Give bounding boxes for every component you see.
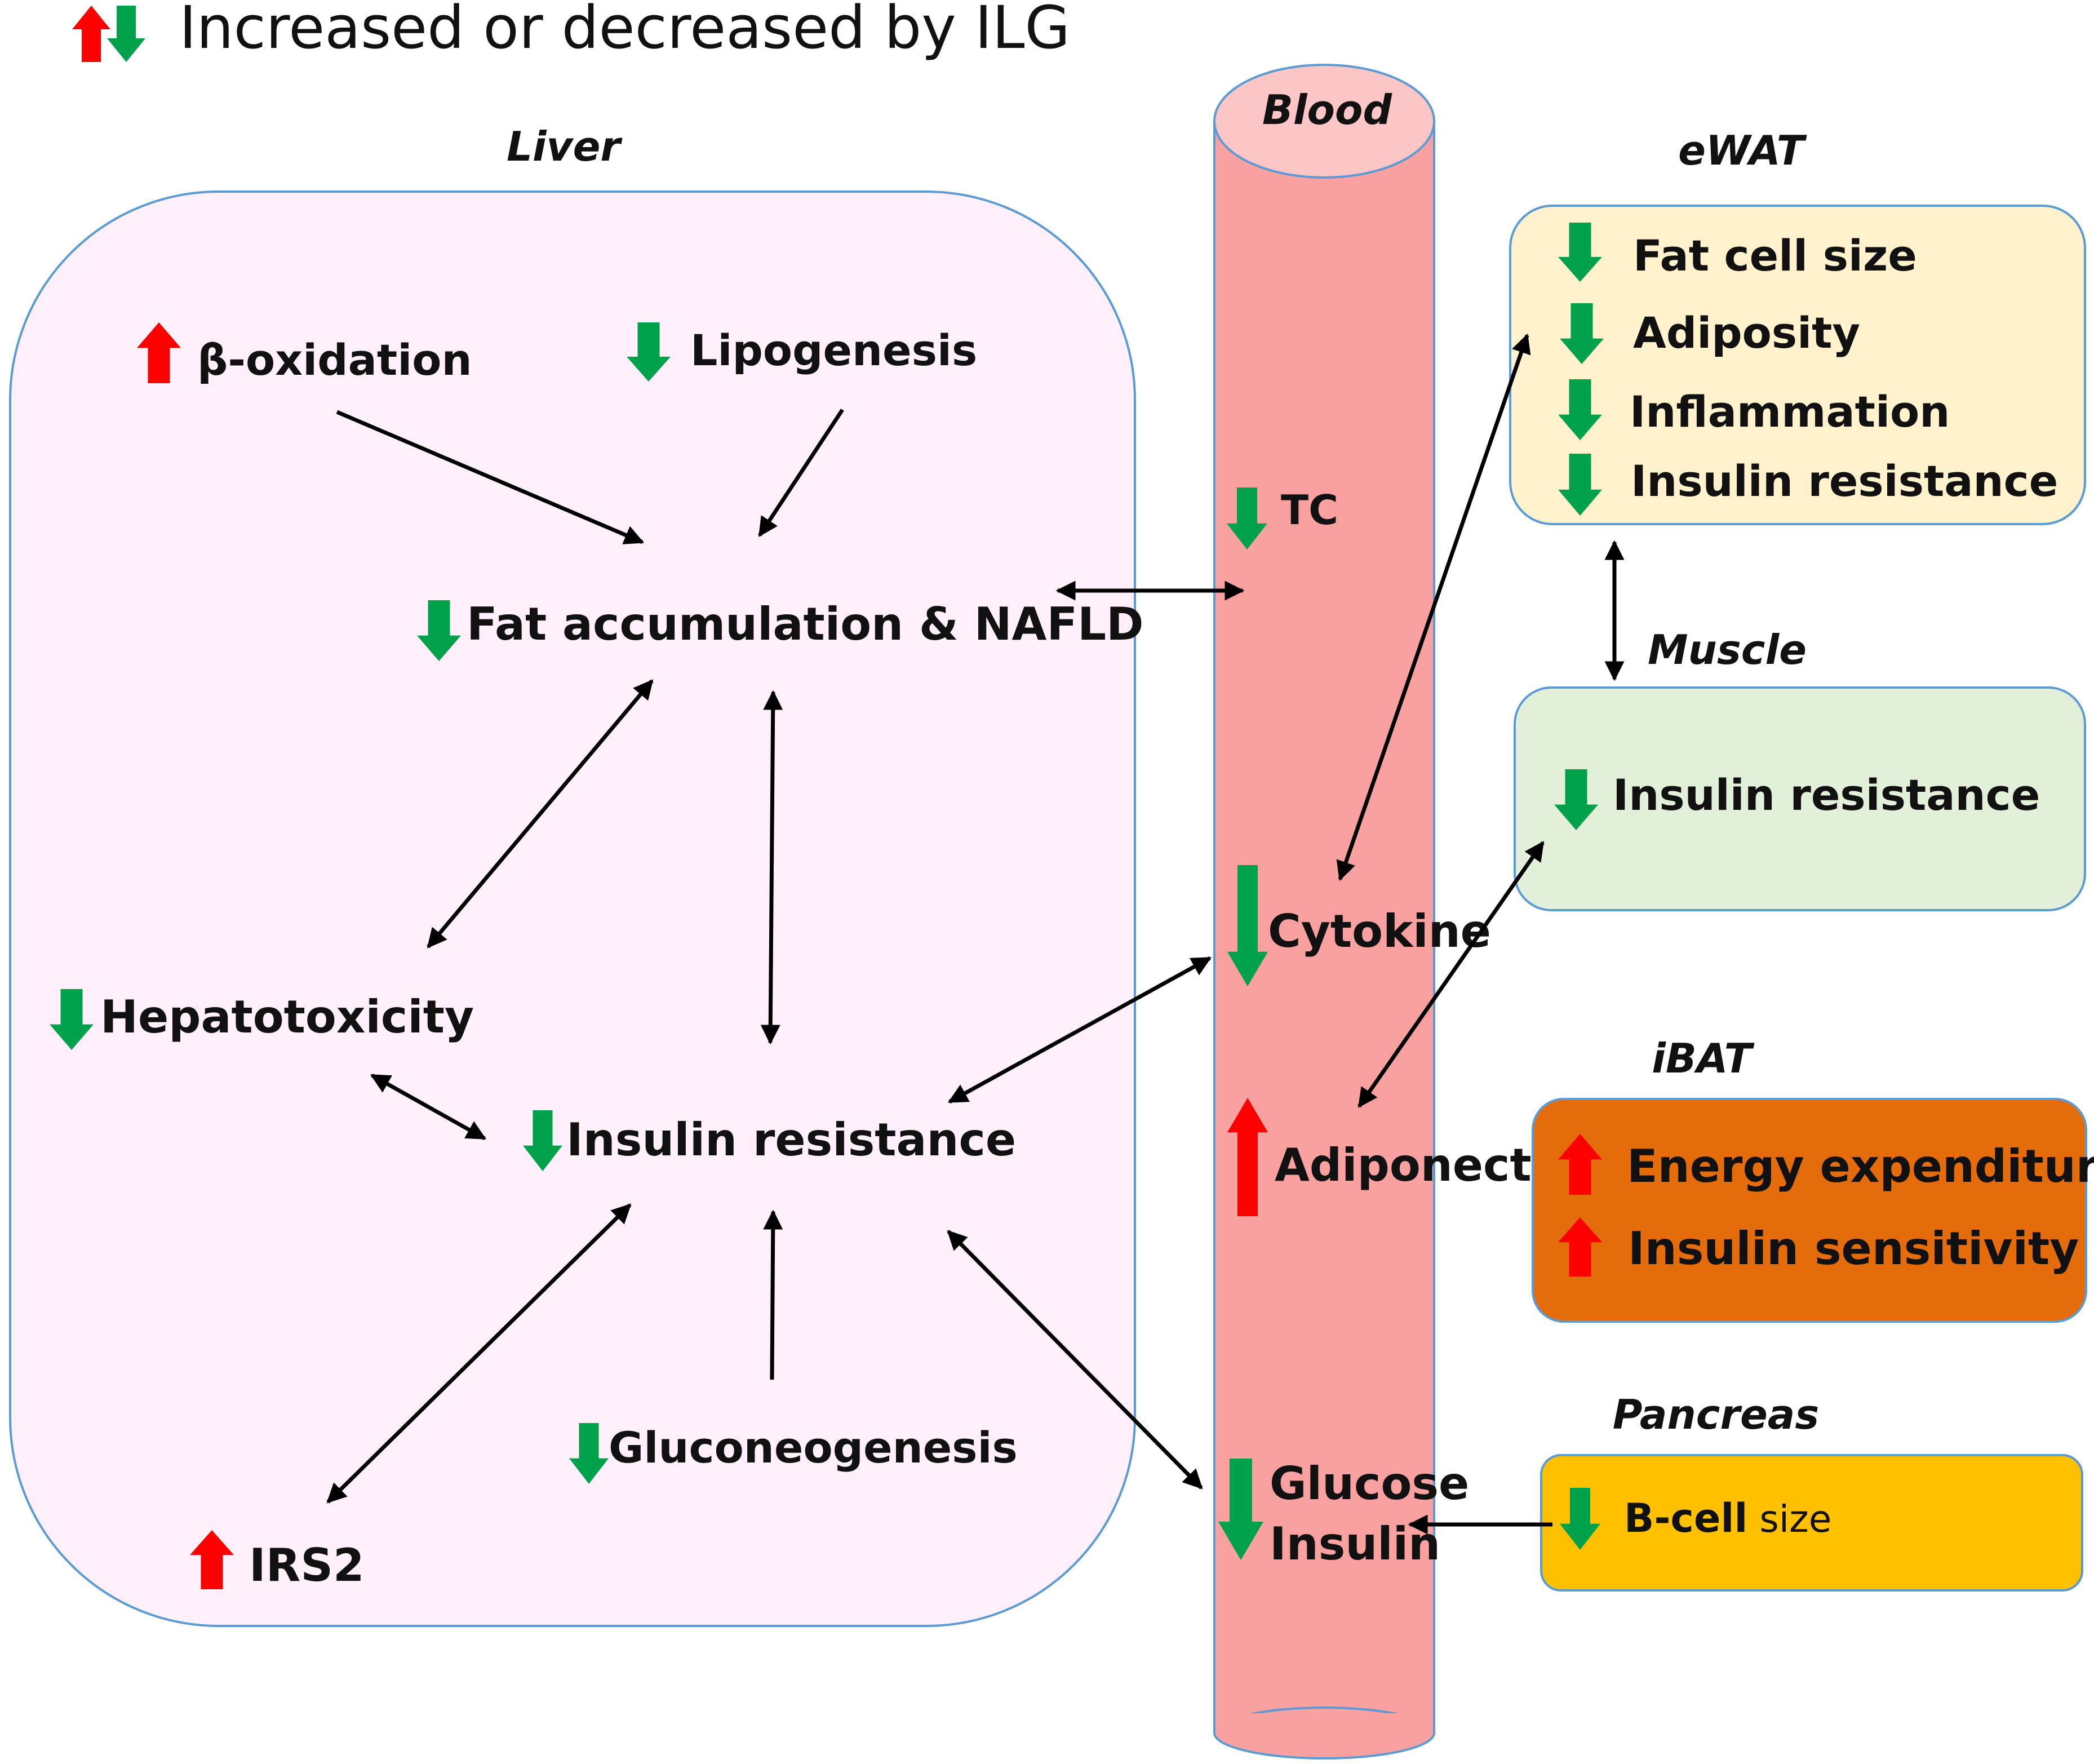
ibat-item: Insulin sensitivity	[1628, 1222, 2079, 1275]
down-arrow-icon	[1560, 303, 1604, 364]
up-arrow-icon	[190, 1530, 234, 1589]
up-arrow-icon	[1227, 1098, 1268, 1216]
down-arrow-icon	[627, 322, 671, 382]
ewat-cytokine-arrow	[1336, 333, 1531, 881]
muscle-section: Muscle Insulin resistance	[1514, 626, 2086, 911]
glucose-label: Glucose	[1270, 1457, 1469, 1510]
lipogenesis-label: Lipogenesis	[690, 325, 977, 375]
lipogenesis-to-fat-arrow	[758, 409, 844, 537]
cytokine-label: Cytokine	[1268, 905, 1491, 958]
ewat-item: Inflammation	[1630, 387, 1950, 437]
hepatotoxicity-insulin-resistance-arrow	[370, 1073, 487, 1141]
insulin-resistance-cytokine-arrow	[947, 956, 1212, 1104]
down-arrow-icon	[1558, 454, 1602, 516]
up-arrow-icon	[1558, 1217, 1602, 1277]
down-arrow-icon	[1227, 865, 1268, 986]
legend: Increased or decreased by ILG	[72, 0, 1070, 62]
gluconeogenesis-label: Gluconeogenesis	[609, 1422, 1018, 1473]
down-arrow-icon	[1558, 223, 1602, 282]
fat-insulin-resistance-arrow	[760, 690, 783, 1045]
pancreas-item: B-cell size	[1624, 1495, 1831, 1541]
up-arrow-icon	[72, 6, 110, 62]
ewat-title: eWAT	[1678, 127, 1807, 174]
down-arrow-icon	[417, 600, 461, 661]
beta-oxidation-label: β-oxidation	[197, 335, 472, 385]
down-arrow-icon	[1218, 1459, 1263, 1560]
ewat-item: Adiposity	[1633, 308, 1860, 358]
adiponectin-label: Adiponectin	[1275, 1139, 1579, 1191]
insulin-resistance-irs2-arrow	[326, 1203, 632, 1504]
legend-text: Increased or decreased by ILG	[179, 0, 1070, 62]
pancreas-section: Pancreas B-cell size	[1540, 1391, 2083, 1592]
ibat-box	[1532, 1098, 2087, 1323]
ewat-section: eWAT Fat cell size Adiposity Inflammatio…	[1509, 127, 2086, 525]
fat-accumulation-label: Fat accumulation & NAFLD	[467, 598, 1143, 650]
muscle-adiponectin-arrow	[1357, 841, 1545, 1108]
up-arrow-icon	[1558, 1134, 1602, 1195]
down-arrow-icon	[50, 989, 94, 1050]
liver-box	[9, 190, 1136, 1627]
down-arrow-icon	[107, 6, 145, 62]
down-arrow-icon	[1227, 487, 1267, 549]
up-arrow-icon	[137, 322, 181, 383]
irs2-label: IRS2	[249, 1539, 365, 1592]
ewat-item: Insulin resistance	[1631, 456, 2058, 506]
ewat-item: Fat cell size	[1633, 231, 1917, 281]
beta-oxidation-to-fat-arrow	[336, 410, 645, 544]
down-arrow-icon	[523, 1110, 562, 1171]
tc-label: TC	[1281, 486, 1338, 534]
ibat-item: Energy expenditure	[1627, 1140, 2094, 1193]
muscle-title: Muscle	[1648, 626, 1807, 673]
blood-vessel-top	[1213, 64, 1435, 179]
liver-title: Liver	[507, 123, 623, 170]
gluconeogenesis-to-insulin-resistance-arrow	[763, 1209, 783, 1380]
insulin-resistance-glucose-arrow	[947, 1230, 1203, 1490]
pancreas-title: Pancreas	[1613, 1391, 1819, 1438]
ibat-title: iBAT	[1652, 1035, 1754, 1082]
liver-section: Liver β-oxidation Lipogenesis Fat accumu…	[9, 123, 1143, 1627]
liver-insulin-resistance-label: Insulin resistance	[566, 1114, 1016, 1166]
ibat-section: iBAT Energy expenditure Insulin sensitiv…	[1532, 1035, 2094, 1323]
muscle-item: Insulin resistance	[1613, 770, 2040, 820]
fat-hepatotoxicity-arrow	[427, 679, 654, 949]
connectors	[326, 333, 1625, 1535]
down-arrow-icon	[1554, 769, 1598, 830]
hepatotoxicity-label: Hepatotoxicity	[100, 991, 474, 1043]
blood-title: Blood	[1262, 86, 1392, 134]
down-arrow-icon	[1558, 379, 1602, 440]
down-arrow-icon	[1560, 1488, 1600, 1550]
